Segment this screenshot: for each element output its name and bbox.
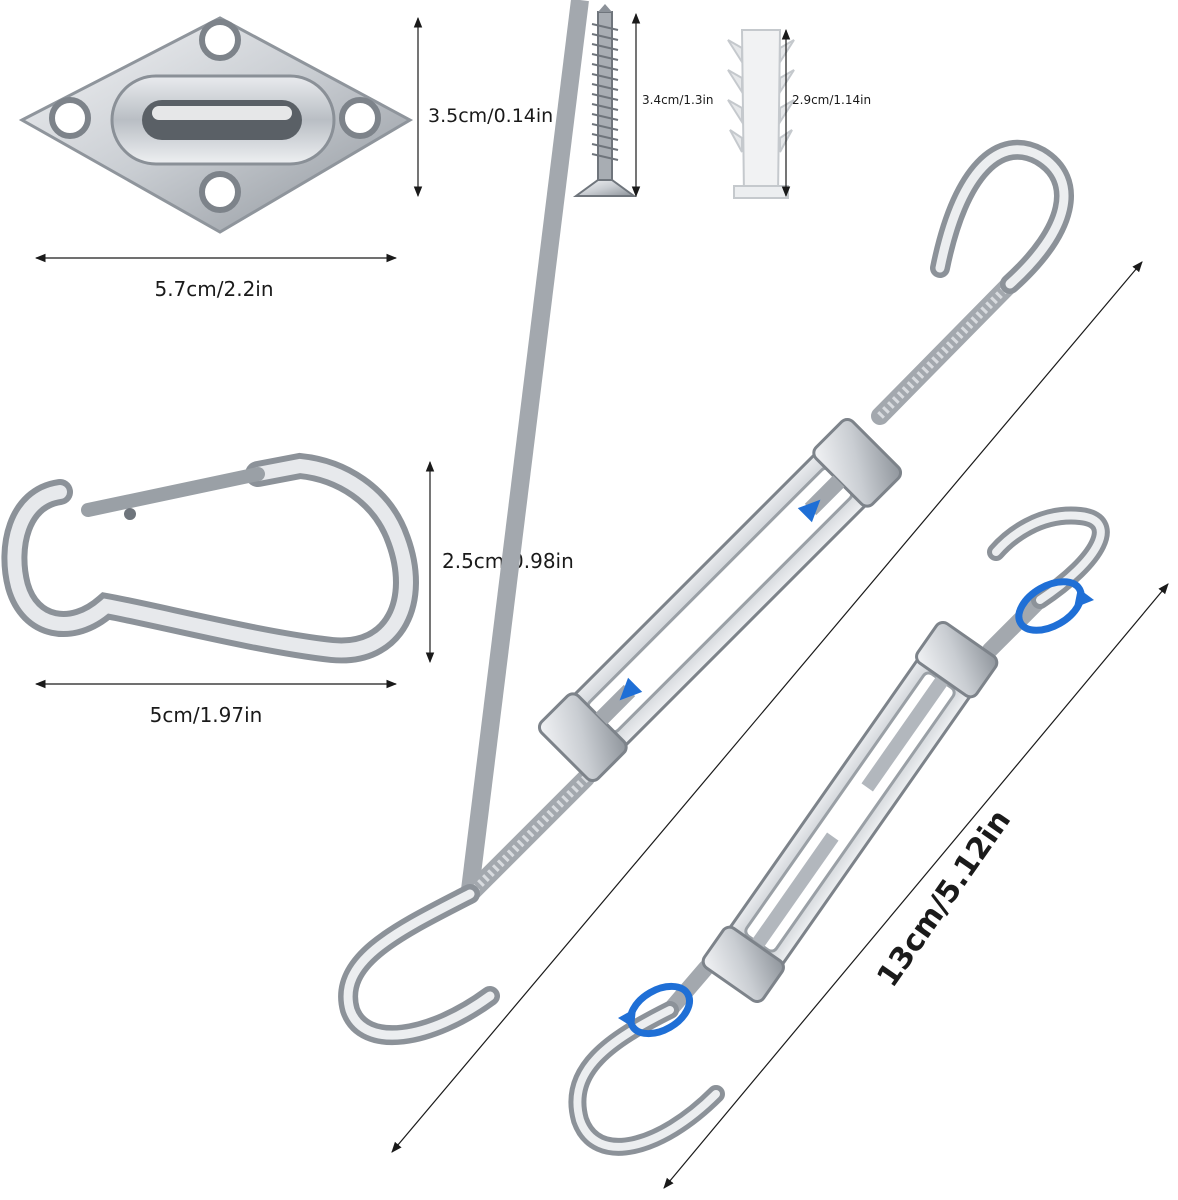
turnbuckle-length-line-1 — [391, 261, 1143, 1153]
anchor-length-label: 2.9cm/1.14in — [792, 93, 871, 107]
carabiner-gate — [81, 467, 265, 517]
pad-eye-plate — [18, 16, 414, 234]
pad-eye-hole-top — [199, 19, 241, 61]
turnbuckle-length-label: 13cm/5.12in — [870, 804, 1018, 994]
pad-eye-hole-left — [49, 97, 91, 139]
wall-anchor — [727, 29, 795, 199]
turnbuckle-length-line-2 — [663, 583, 1169, 1189]
carabiner — [1, 452, 419, 664]
screw-length-label: 3.4cm/1.3in — [642, 93, 713, 107]
rotate-arrow-icon — [1015, 578, 1094, 634]
pad-eye-width-label: 5.7cm/2.2in — [154, 277, 273, 301]
turnbuckle-small — [568, 506, 1110, 1156]
pad-eye-hole-bottom — [199, 171, 241, 213]
pad-eye-height-label: 3.5cm/0.14in — [428, 105, 553, 127]
carabiner-width-label: 5cm/1.97in — [150, 703, 263, 727]
pad-eye-hole-right — [339, 97, 381, 139]
